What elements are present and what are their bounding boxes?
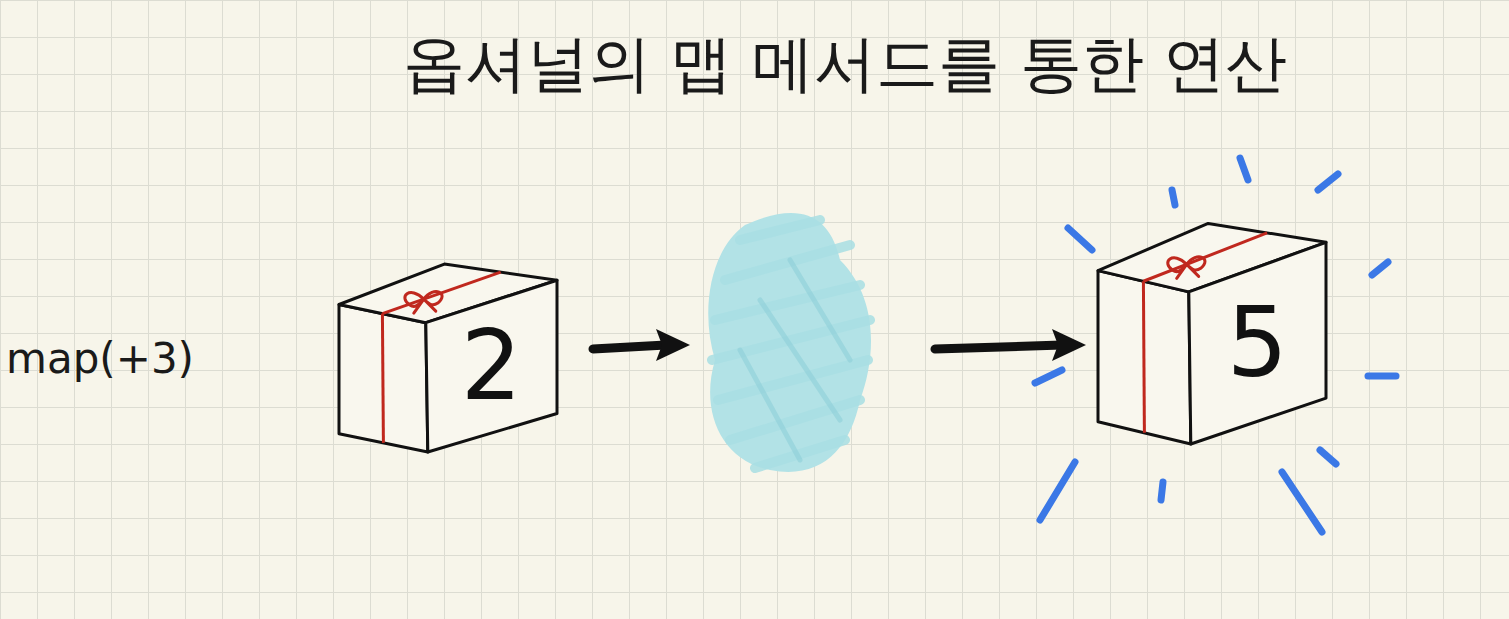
- blue-cloud: [708, 213, 871, 472]
- flow-arrow: [593, 329, 1086, 361]
- gift-box-outline: [333, 256, 565, 458]
- gift-box: 5: [1092, 214, 1334, 450]
- gift-box: 2: [333, 256, 565, 458]
- diagram-title: 옵셔널의 맵 메서드를 통한 연산: [230, 22, 1460, 106]
- sparkle-lines: [1035, 158, 1396, 532]
- box-value: 5: [1227, 295, 1288, 391]
- box-value: 2: [461, 318, 522, 414]
- gift-box-outline: [1092, 214, 1334, 450]
- operation-label: map(+3): [6, 334, 194, 383]
